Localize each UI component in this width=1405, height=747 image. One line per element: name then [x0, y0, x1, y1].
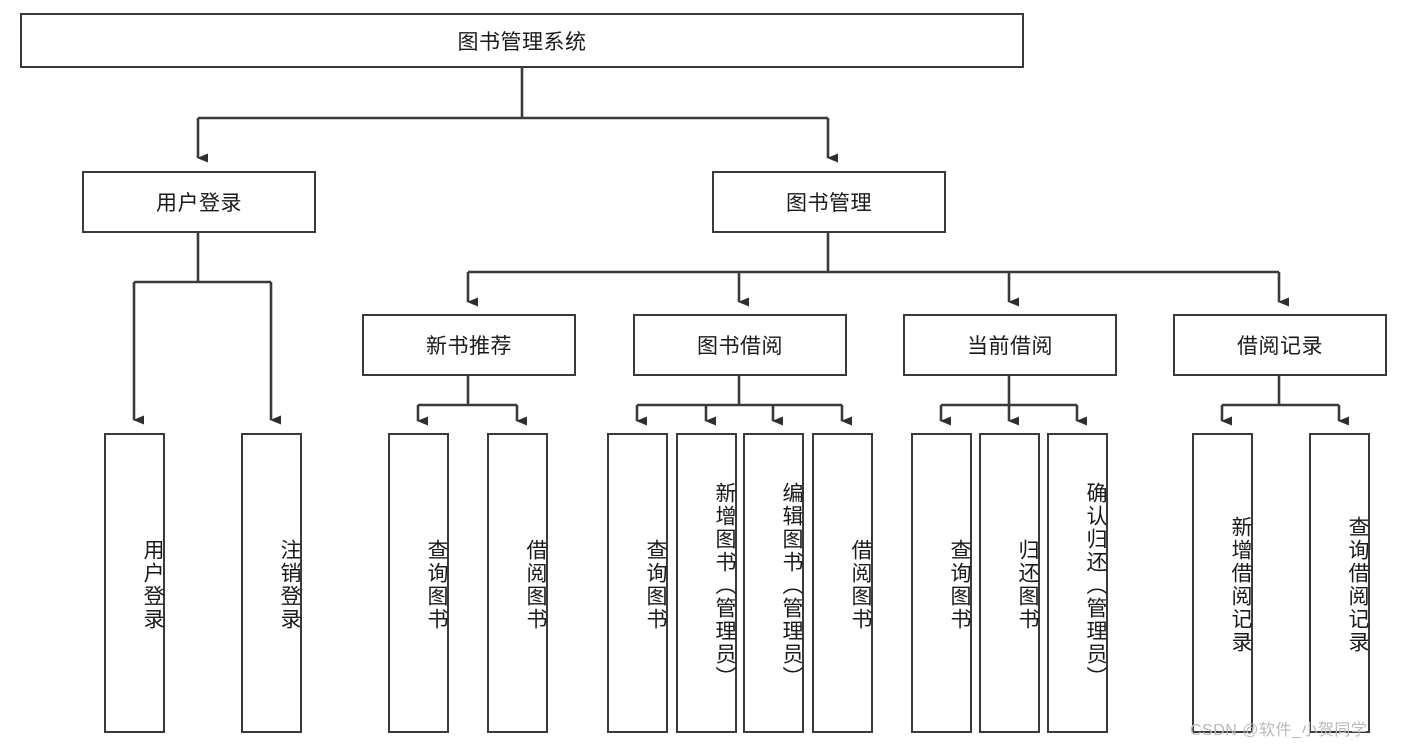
node-root-system[interactable]: 图书管理系统 — [20, 13, 1024, 68]
node-leaf-add-borrow-record[interactable]: 新增借阅记录 — [1192, 433, 1253, 733]
node-label: 注销登录 — [278, 539, 301, 631]
node-leaf-query-borrow-record[interactable]: 查询借阅记录 — [1309, 433, 1370, 733]
node-current-borrow[interactable]: 当前借阅 — [903, 314, 1117, 376]
node-label: 编辑图书（管理员） — [780, 481, 803, 689]
node-label: 归还图书 — [1016, 539, 1039, 631]
node-leaf-user-logout[interactable]: 注销登录 — [241, 433, 302, 733]
node-leaf-query-book-current[interactable]: 查询图书 — [911, 433, 972, 733]
node-label: 借阅记录 — [1237, 335, 1323, 358]
node-leaf-user-login[interactable]: 用户登录 — [104, 433, 165, 733]
node-label: 图书管理系统 — [457, 30, 587, 54]
node-leaf-confirm-return[interactable]: 确认归还（管理员） — [1047, 433, 1108, 733]
node-label: 查询图书 — [644, 539, 667, 631]
node-label: 用户登录 — [141, 539, 164, 631]
node-label: 新书推荐 — [426, 335, 512, 358]
node-label: 借阅图书 — [849, 539, 872, 631]
node-book-borrow[interactable]: 图书借阅 — [633, 314, 847, 376]
node-new-book-recommend[interactable]: 新书推荐 — [362, 314, 576, 376]
node-label: 新增借阅记录 — [1229, 516, 1252, 654]
node-borrow-record[interactable]: 借阅记录 — [1173, 314, 1387, 376]
node-user-login[interactable]: 用户登录 — [82, 171, 316, 233]
node-label: 用户登录 — [156, 192, 242, 215]
node-label: 图书借阅 — [697, 335, 783, 358]
node-label: 查询借阅记录 — [1346, 516, 1369, 654]
node-label: 查询图书 — [948, 539, 971, 631]
node-leaf-add-book[interactable]: 新增图书（管理员） — [676, 433, 737, 733]
node-leaf-return-book[interactable]: 归还图书 — [979, 433, 1040, 733]
node-label: 借阅图书 — [524, 539, 547, 631]
node-label: 查询图书 — [425, 539, 448, 631]
watermark-text: CSDN @软件_小贺同学 — [1190, 722, 1368, 739]
node-leaf-borrow-book[interactable]: 借阅图书 — [812, 433, 873, 733]
node-leaf-query-book-recommend[interactable]: 查询图书 — [388, 433, 449, 733]
node-label: 图书管理 — [786, 192, 872, 215]
node-leaf-query-book-borrow[interactable]: 查询图书 — [607, 433, 668, 733]
node-leaf-edit-book[interactable]: 编辑图书（管理员） — [743, 433, 804, 733]
node-label: 新增图书（管理员） — [713, 481, 736, 689]
node-label: 当前借阅 — [967, 335, 1053, 358]
node-label: 确认归还（管理员） — [1084, 481, 1107, 689]
node-book-manage[interactable]: 图书管理 — [712, 171, 946, 233]
node-leaf-borrow-book-recommend[interactable]: 借阅图书 — [487, 433, 548, 733]
